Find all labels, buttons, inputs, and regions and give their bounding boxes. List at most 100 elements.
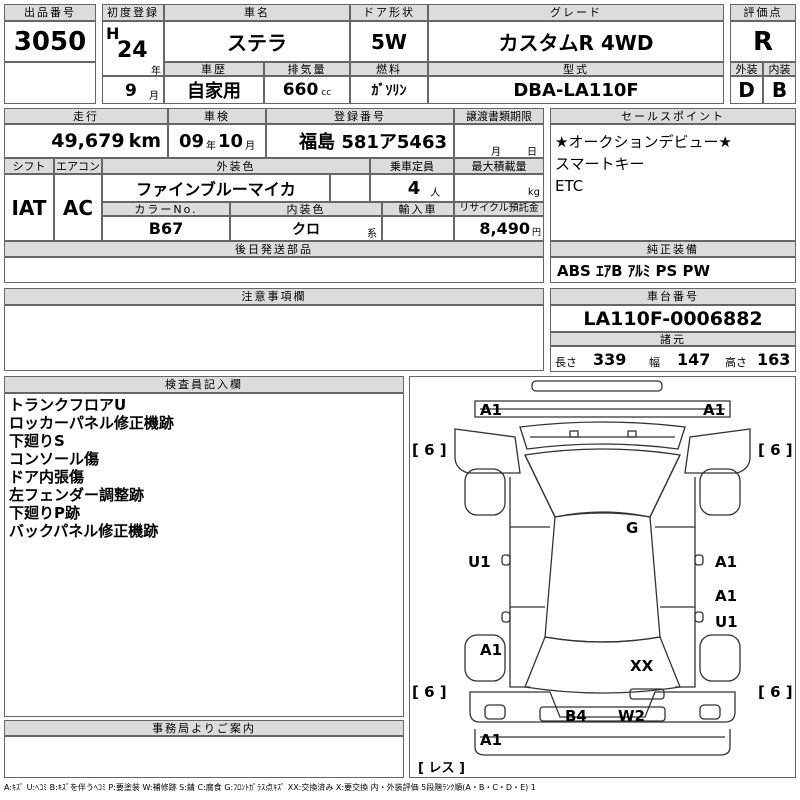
mileage-unit: km: [128, 130, 161, 152]
width-value: 147: [677, 350, 711, 369]
color-no-value: B67: [102, 216, 230, 241]
later-parts-box: [4, 257, 544, 283]
mark-right-door-3: U1: [715, 613, 738, 631]
mileage-value: 49,679: [51, 130, 125, 152]
inspector-box: トランクフロアU ロッカーパネル修正機跡 下廻りS コンソール傷 ドア内張傷 左…: [4, 393, 404, 717]
reg-month: 9: [125, 81, 137, 101]
history-value: 自家用: [164, 76, 264, 104]
inspector-label: 検査員記入欄: [4, 376, 404, 393]
int-color-label: 内装色: [230, 202, 382, 216]
door-label: ドア形状: [350, 4, 428, 21]
mark-front-left: A1: [480, 401, 503, 419]
inspector-note: ドア内張傷: [9, 468, 85, 486]
inspector-note: 下廻りP跡: [9, 504, 80, 522]
mark-right-door-1: A1: [715, 553, 738, 571]
grade-value: カスタムR 4WD: [428, 21, 724, 62]
recycle-label: リサイクル預託金: [454, 202, 544, 216]
mark-rear-bumper: A1: [480, 731, 503, 749]
int-grade-label: 内装: [763, 62, 796, 76]
inspector-note: ロッカーパネル修正機跡: [9, 414, 174, 432]
displacement-unit: cc: [321, 88, 332, 98]
capacity-cell: 4 人: [370, 174, 454, 202]
equipment-label: 純正装備: [550, 241, 796, 257]
first-reg-year: H 24 年: [102, 21, 164, 77]
recycle-value: 8,490: [479, 219, 530, 238]
ext-color-value: ファインブルーマイカ: [102, 174, 330, 202]
recycle-unit: 円: [531, 228, 541, 238]
mark-right-door-2: A1: [715, 587, 738, 605]
length-value: 339: [593, 350, 627, 369]
mark-rear-w2: W2: [618, 707, 645, 725]
office-label: 事務局よりご案内: [4, 720, 404, 736]
inspection-year-unit: 年: [206, 140, 216, 152]
inspector-note: 左フェンダー調整跡: [9, 486, 145, 504]
max-load-label: 最大積載量: [454, 158, 544, 174]
equipment-value: ABS ｴｱB ｱﾙﾐ PS PW: [550, 257, 796, 283]
transfer-deadline-label: 譲渡書類期限: [454, 108, 544, 124]
mark-six-tl: [ 6 ]: [412, 441, 447, 459]
first-reg-month: 9 月: [102, 76, 164, 104]
month-unit: 月: [149, 91, 159, 102]
reg-year: 24: [117, 38, 148, 63]
office-box: [4, 736, 404, 778]
era: H: [106, 24, 120, 43]
later-parts-label: 後日発送部品: [4, 241, 544, 257]
inspection-month-unit: 月: [245, 140, 256, 152]
mark-trunk: XX: [630, 657, 654, 675]
model-code-label: 型式: [428, 62, 724, 76]
inspector-note: バックパネル修正機跡: [9, 522, 159, 540]
mark-front-right: A1: [703, 401, 726, 419]
mark-less: [ レス ]: [418, 761, 465, 776]
inspection-cell: 09 年 10 月: [168, 124, 266, 158]
ext-color-blank: [330, 174, 370, 202]
score-value: R: [730, 21, 796, 62]
color-no-label: カラーNo.: [102, 202, 230, 216]
max-load-unit: kg: [527, 187, 540, 198]
mark-left-rear: A1: [480, 641, 503, 659]
chassis-value: LA110F-0006882: [550, 305, 796, 332]
car-diagram: A1 A1 [ 6 ] [ 6 ] G U1 A1 A1 U1 A1 XX [ …: [409, 376, 796, 778]
capacity-value: 4: [407, 177, 421, 199]
car-name: ステラ: [164, 21, 350, 62]
mark-roof: G: [626, 519, 639, 537]
displacement-cell: 660 cc: [264, 76, 350, 104]
mark-left-door: U1: [468, 553, 491, 571]
int-grade-value: B: [763, 76, 796, 104]
specs-label: 諸元: [550, 332, 796, 346]
inspection-label: 車検: [168, 108, 266, 124]
sales-point-line: ETC: [555, 177, 584, 195]
reg-no-label: 登録番号: [266, 108, 454, 124]
lot-blank: [4, 62, 96, 104]
deadline-day-unit: 日: [527, 147, 537, 158]
inspector-note: コンソール傷: [9, 450, 100, 468]
import-value: [382, 216, 454, 241]
door-value: 5W: [350, 21, 428, 62]
sales-point-line: ★オークションデビュー★: [555, 133, 732, 151]
transfer-deadline-cell: 月 日: [454, 124, 544, 158]
import-label: 輸入車: [382, 202, 454, 216]
lot-number: 3050: [4, 21, 96, 62]
mark-six-tr: [ 6 ]: [758, 441, 793, 459]
notes-label: 注意事項欄: [4, 288, 544, 305]
aircon-label: エアコン: [54, 158, 102, 174]
mileage-cell: 49,679 km: [4, 124, 168, 158]
fuel-value: ｶﾞｿﾘﾝ: [350, 76, 428, 104]
shift-label: シフト: [4, 158, 54, 174]
legend: A:ｷｽﾞ U:ﾍｺﾐ B:ｷｽﾞを伴うﾍｺﾐ P:要塗装 W:補修跡 S:錆 …: [4, 783, 536, 792]
specs-row: 長さ 339 幅 147 高さ 163: [550, 346, 796, 372]
height-label: 高さ: [725, 356, 747, 369]
lot-label: 出品番号: [4, 4, 96, 21]
car-outline: [454, 380, 751, 756]
sales-point-label: セールスポイント: [550, 108, 796, 124]
displacement-label: 排気量: [264, 62, 350, 76]
history-label: 車歴: [164, 62, 264, 76]
mark-rear-b4: B4: [565, 707, 587, 725]
mileage-label: 走行: [4, 108, 168, 124]
int-color-value: クロ: [292, 221, 320, 238]
int-color-unit: 系: [367, 229, 377, 240]
first-reg-label: 初度登録: [102, 4, 164, 21]
displacement-value: 660: [282, 80, 319, 100]
score-label: 評価点: [730, 4, 796, 21]
mark-six-bl: [ 6 ]: [412, 683, 447, 701]
capacity-label: 乗車定員: [370, 158, 454, 174]
